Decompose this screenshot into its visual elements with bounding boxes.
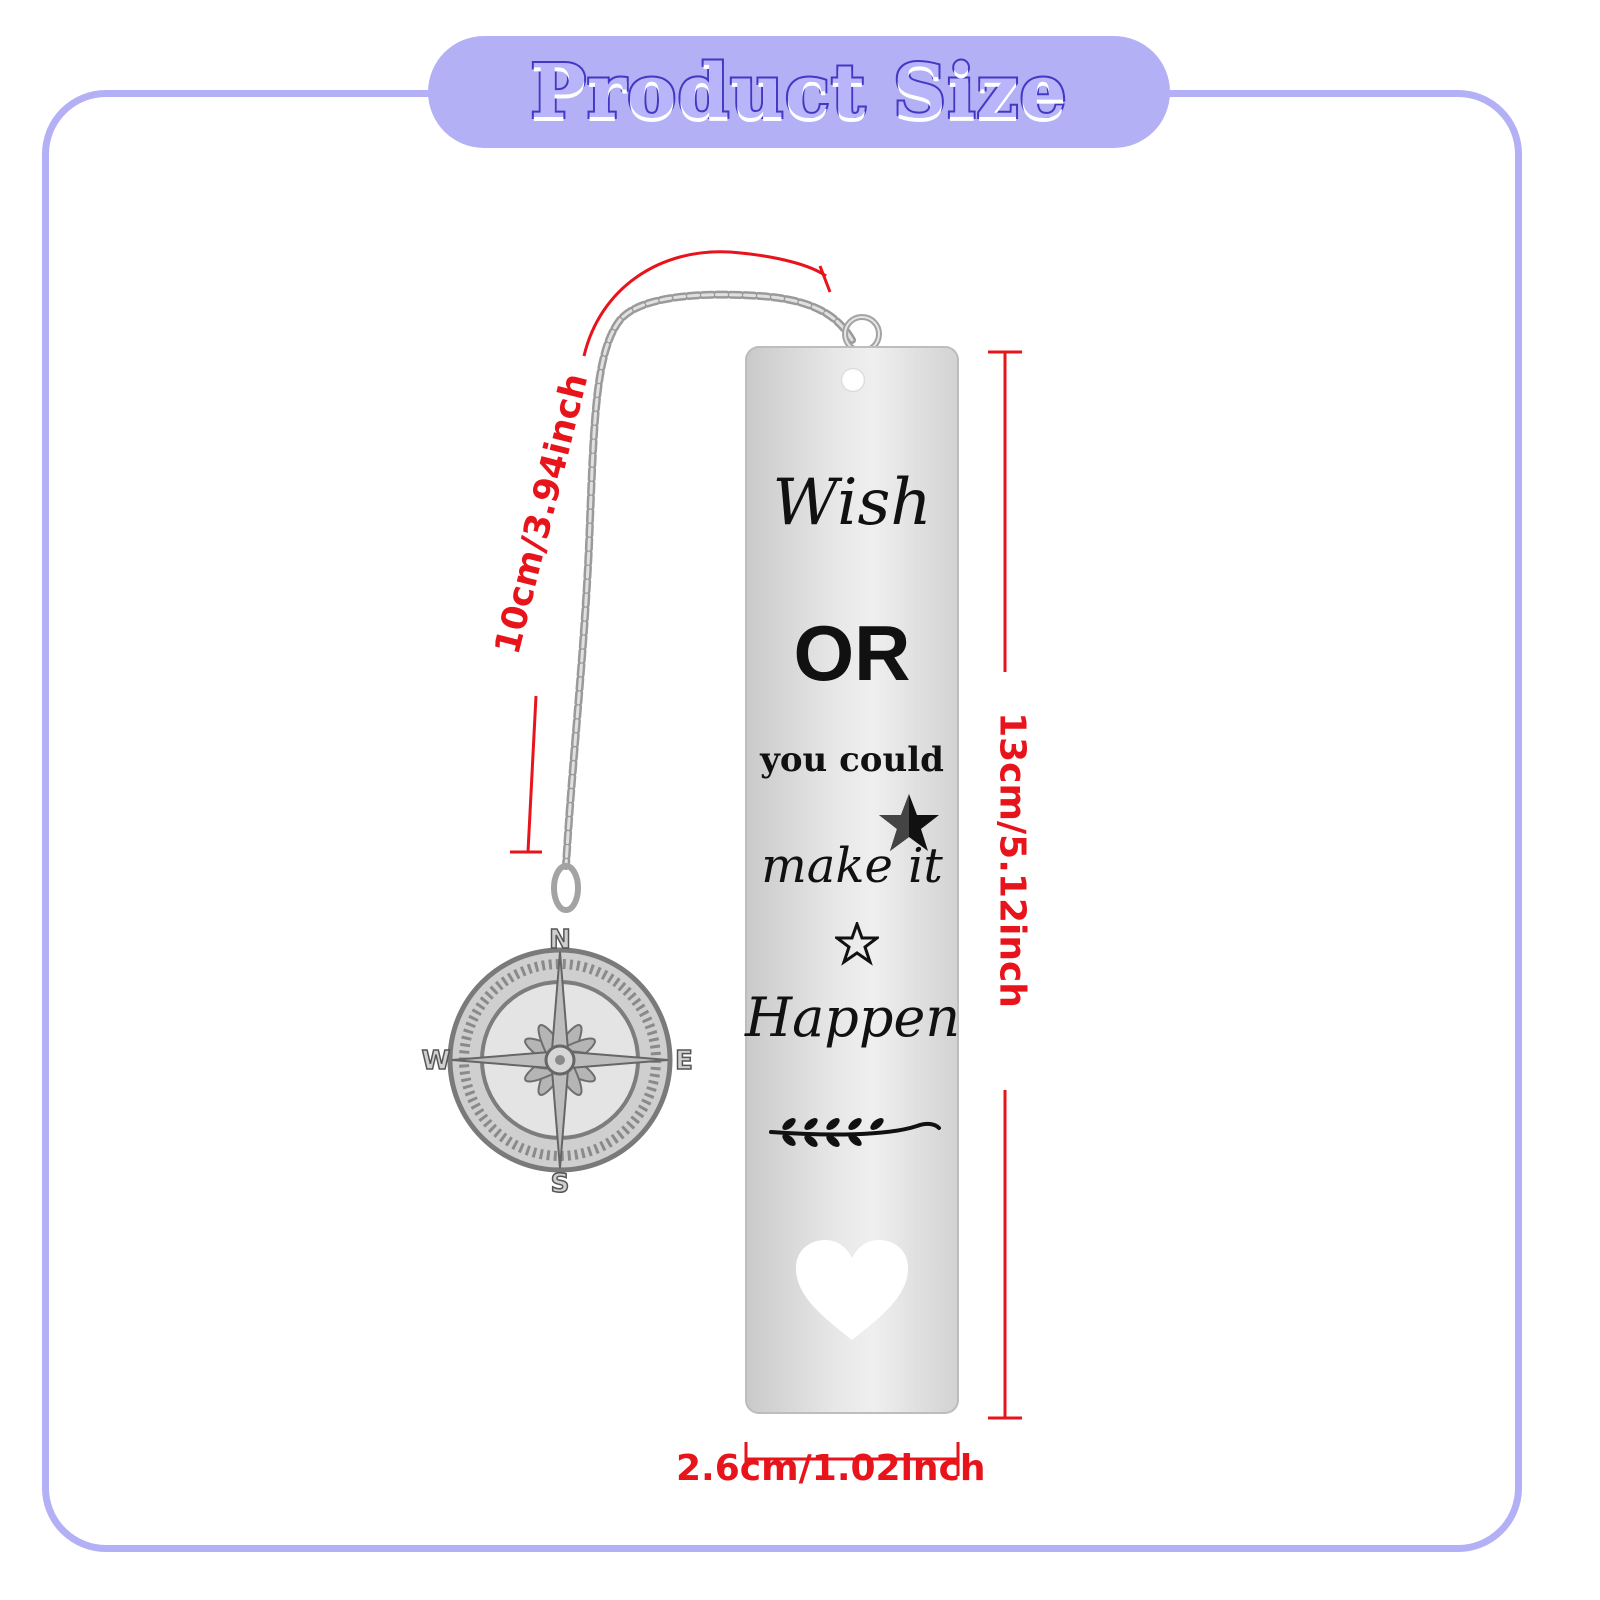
bookmark-body: Wish OR you could make it Happen bbox=[745, 346, 961, 1414]
compass-letter-east: E bbox=[675, 1046, 693, 1076]
bookmark-hole bbox=[841, 368, 865, 392]
bookmark-text-or: OR bbox=[793, 609, 911, 697]
height-dimension-label: 13cm/5.12inch bbox=[991, 712, 1033, 1008]
chain-dimension-line bbox=[526, 695, 538, 853]
chain-dimension-arc bbox=[582, 250, 827, 357]
bookmark-text-you-could: you could bbox=[760, 740, 944, 780]
title-banner: Product Size bbox=[428, 36, 1170, 148]
compass-letter-north: N bbox=[549, 925, 571, 955]
compass-charm-icon: N S E W bbox=[421, 924, 694, 1200]
bookmark-text-make-it: make it bbox=[761, 838, 943, 894]
compass-letter-west: W bbox=[422, 1046, 451, 1076]
page-title: Product Size bbox=[528, 47, 1068, 137]
charm-ring bbox=[551, 863, 581, 913]
heart-cutout-icon bbox=[796, 1240, 908, 1340]
width-dimension-label: 2.6cm/1.02inch bbox=[676, 1448, 986, 1489]
compass-letter-south: S bbox=[551, 1169, 570, 1199]
star-icon bbox=[879, 794, 939, 851]
star-icon bbox=[835, 922, 879, 966]
bookmark-text-happen: Happen bbox=[745, 986, 961, 1049]
bookmark-text-wish: Wish bbox=[772, 466, 932, 540]
leaf-branch-icon bbox=[769, 1118, 941, 1147]
chain-dimension-tick bbox=[818, 265, 832, 293]
